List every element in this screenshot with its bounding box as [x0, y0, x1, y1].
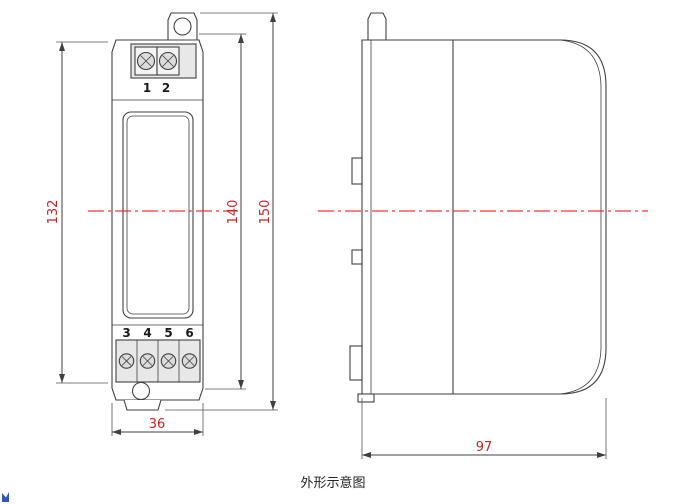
- din-clip-lower: [349, 345, 363, 381]
- dimension-height-overall: 150: [165, 12, 278, 411]
- side-inner-edge: [559, 39, 602, 395]
- front-view: 1 2 3 4 5 6: [111, 12, 204, 411]
- din-clip-foot: [357, 393, 375, 403]
- screw-terminal-icon: [136, 51, 156, 71]
- dimension-height-inner: 132: [46, 41, 108, 384]
- side-top-mounting-tab: [367, 12, 387, 40]
- front-top-mounting-hole: [173, 17, 192, 36]
- terminal-label-1: 1: [143, 81, 151, 95]
- dimension-label-depth: 97: [476, 440, 493, 455]
- dimension-label-width: 36: [149, 417, 166, 432]
- terminal-label-4: 4: [143, 326, 151, 340]
- side-body-outline: [361, 39, 607, 395]
- dimension-height-mid: 140: [199, 33, 246, 390]
- corner-artifact: [2, 492, 9, 502]
- screw-terminal-icon: [160, 353, 177, 369]
- terminal-label-5: 5: [164, 326, 172, 340]
- dimension-width: 36: [111, 403, 204, 436]
- screw-terminal-icon: [158, 51, 178, 71]
- screw-terminal-icon: [118, 353, 135, 369]
- front-bottom-mounting-hole: [131, 381, 151, 401]
- dimension-label-height-mid: 140: [226, 200, 241, 225]
- drawing-caption: 外形示意图: [300, 475, 365, 491]
- terminal-label-2: 2: [162, 81, 170, 95]
- terminal-label-3: 3: [122, 326, 130, 340]
- front-bottom-mounting-tab: [123, 399, 162, 411]
- label-window-inner: [126, 115, 190, 315]
- side-view: [349, 12, 607, 403]
- dimension-label-height-overall: 150: [258, 200, 273, 225]
- screw-terminal-icon: [181, 353, 198, 369]
- screw-terminal-icon: [139, 353, 156, 369]
- din-clip-middle: [351, 249, 363, 265]
- terminal-label-6: 6: [185, 326, 193, 340]
- din-clip-upper: [351, 157, 363, 185]
- dimension-depth: 97: [361, 398, 607, 459]
- dimension-label-height-inner: 132: [46, 200, 61, 225]
- label-window-outer: [122, 111, 194, 319]
